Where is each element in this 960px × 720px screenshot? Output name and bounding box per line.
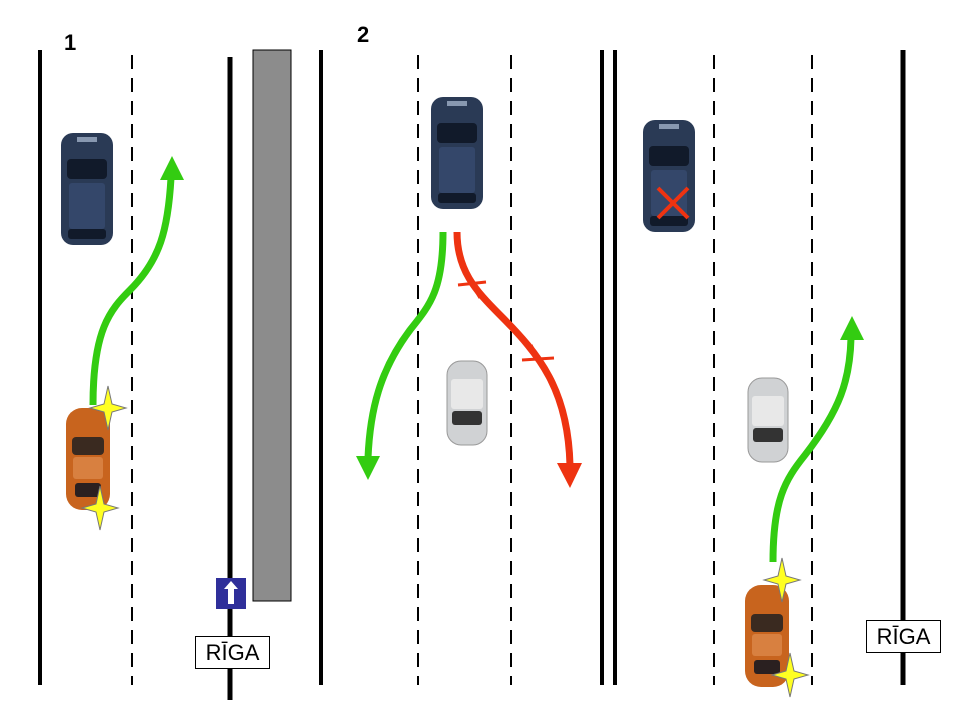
silver-car (446, 360, 488, 446)
cross-icon (656, 186, 690, 220)
lane-direction-arrow-icon (216, 578, 246, 609)
allowed-path-arrow (356, 231, 447, 480)
traffic-island (252, 49, 292, 602)
panel-number-label: 1 (64, 30, 77, 55)
dark-suv (61, 133, 113, 245)
allowed-path-arrow (89, 156, 184, 406)
silver-car (747, 377, 789, 463)
destination-sign: RĪGA (195, 636, 270, 669)
orange-car (66, 408, 110, 510)
forbidden-path-arrow (453, 231, 582, 488)
dark-suv (431, 97, 483, 209)
allowed-path-arrow (769, 316, 864, 563)
destination-sign: RĪGA (866, 620, 941, 653)
panel-number-label: 2 (357, 22, 370, 47)
